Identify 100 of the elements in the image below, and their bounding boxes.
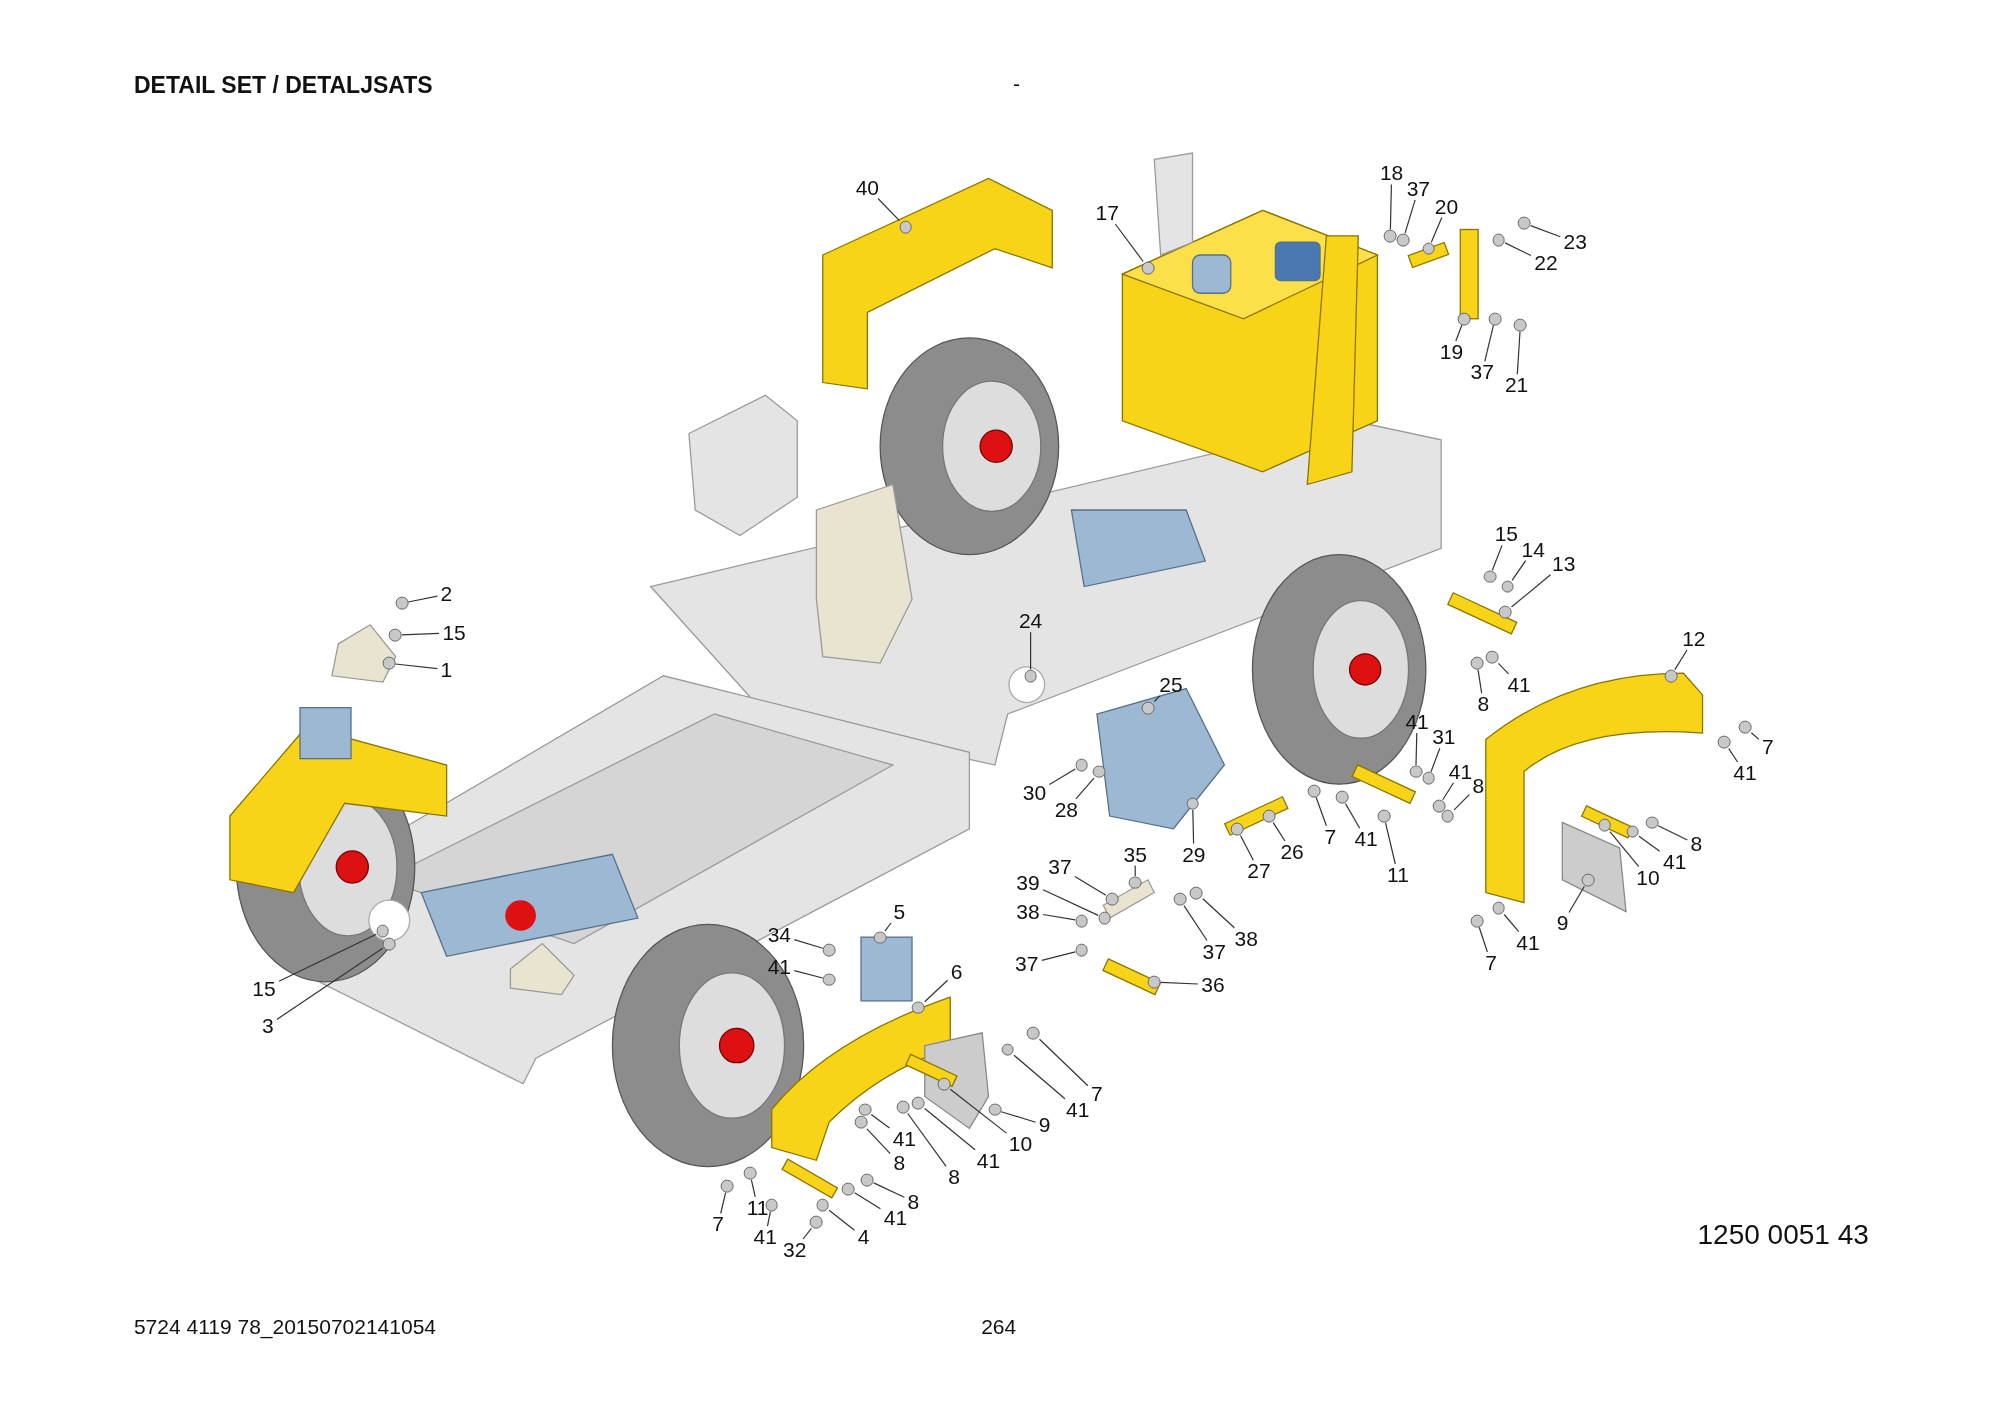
- leader-line: [1030, 631, 1032, 671]
- washer-part: [854, 1116, 868, 1129]
- page-title: DETAIL SET / DETALJSATS: [134, 72, 433, 99]
- callout-number: 23: [1562, 231, 1588, 254]
- leader-line: [1041, 951, 1076, 961]
- callout-number: 21: [1503, 374, 1530, 397]
- callout-number: 28: [1053, 798, 1079, 821]
- washer-part: [1514, 318, 1527, 332]
- washer-part: [1075, 758, 1088, 772]
- washer-part: [841, 1182, 855, 1196]
- leader-line: [1114, 223, 1144, 263]
- washer-part: [858, 1103, 872, 1117]
- leader-line: [1192, 809, 1195, 845]
- leader-line: [750, 1179, 756, 1198]
- leader-line: [1609, 831, 1640, 868]
- callout-number: 17: [1094, 202, 1120, 224]
- callout-number: 37: [1469, 361, 1495, 384]
- leader-line: [870, 1113, 891, 1129]
- callout-number: 35: [1122, 843, 1148, 866]
- washer-part: [1396, 233, 1410, 247]
- leader-line: [1455, 324, 1463, 342]
- leader-line: [1511, 560, 1527, 581]
- washer-part: [1098, 912, 1111, 925]
- callout-number: 11: [745, 1196, 770, 1219]
- callout-number: 38: [1015, 901, 1041, 923]
- leader-line: [924, 1107, 976, 1151]
- leader-line: [1042, 889, 1099, 916]
- washer-part: [1190, 886, 1203, 900]
- label-text: 264: [981, 1314, 1017, 1339]
- callout-number: 41: [1506, 673, 1532, 696]
- leader-line: [1453, 794, 1470, 811]
- callout-number: 3: [261, 1014, 275, 1037]
- leader-line: [877, 197, 900, 222]
- leader-line: [1042, 913, 1076, 921]
- washer-part: [1441, 809, 1455, 823]
- callout-number: 26: [1279, 841, 1305, 864]
- callout-number: 41: [891, 1128, 917, 1150]
- callout-number: 1: [439, 658, 454, 681]
- callout-number: 2: [439, 583, 454, 606]
- callout-number: 7: [1323, 825, 1338, 848]
- washer-part: [988, 1103, 1002, 1117]
- callout-number: 41: [1065, 1098, 1091, 1121]
- washer-part: [1026, 1026, 1040, 1040]
- callout-number: 13: [1551, 552, 1577, 575]
- callout-number: 7: [711, 1213, 725, 1236]
- leader-line: [1491, 544, 1503, 571]
- leader-line: [1415, 732, 1418, 766]
- leader-line: [907, 1112, 947, 1167]
- leader-line: [1183, 905, 1208, 942]
- leader-line: [1153, 695, 1161, 703]
- washer-part: [1470, 656, 1484, 670]
- washer-part: [395, 596, 409, 610]
- callout-number: 8: [1476, 693, 1491, 716]
- callout-number: 25: [1158, 673, 1184, 696]
- callout-number: 8: [947, 1166, 961, 1189]
- leader-line: [1750, 732, 1760, 740]
- leader-line: [1442, 782, 1455, 801]
- washer-part: [1432, 799, 1446, 813]
- leader-line: [1013, 1054, 1066, 1100]
- leader-line: [1530, 225, 1561, 238]
- leader-line: [1404, 199, 1416, 234]
- washer-part: [1105, 892, 1119, 906]
- callout-number: 37: [1014, 953, 1040, 976]
- leader-line: [1075, 777, 1095, 800]
- leader-line: [924, 979, 949, 1003]
- callout-number: 15: [1493, 523, 1520, 546]
- leader-line: [1430, 217, 1443, 243]
- washer-part: [1093, 765, 1106, 779]
- callout-number: 41: [1732, 761, 1758, 784]
- washer-part: [860, 1173, 874, 1187]
- leader-line: [866, 1128, 891, 1155]
- callout-number: 15: [441, 621, 467, 644]
- callout-number: 37: [1405, 177, 1432, 200]
- callout-number: 9: [1037, 1114, 1052, 1136]
- callout-number: 41: [882, 1207, 909, 1230]
- callout-number: 9: [1555, 912, 1570, 935]
- callout-number: 40: [854, 176, 880, 199]
- washer-part: [809, 1215, 823, 1229]
- callout-number: 39: [1015, 871, 1041, 894]
- leader-line: [949, 1088, 1007, 1134]
- washer-part: [389, 628, 402, 642]
- leader-line: [1568, 885, 1585, 914]
- washer-part: [1498, 605, 1512, 619]
- leader-line: [276, 947, 384, 1020]
- leader-line: [1134, 865, 1136, 877]
- leader-line: [1048, 768, 1076, 785]
- leader-line: [793, 970, 824, 979]
- washer-part: [1470, 914, 1484, 928]
- washer-part: [1335, 790, 1349, 804]
- leader-line: [1315, 796, 1327, 827]
- washer-part: [1517, 216, 1531, 230]
- callout-number: 36: [1200, 973, 1226, 996]
- callout-number: 8: [1689, 833, 1704, 856]
- label-text: -: [1013, 72, 1021, 97]
- washer-part: [1422, 771, 1435, 785]
- leader-line: [1657, 825, 1688, 841]
- callout-number: 41: [1353, 828, 1379, 851]
- leader-line: [394, 663, 438, 670]
- callout-number: 19: [1438, 341, 1465, 364]
- callout-number: 15: [251, 977, 277, 1000]
